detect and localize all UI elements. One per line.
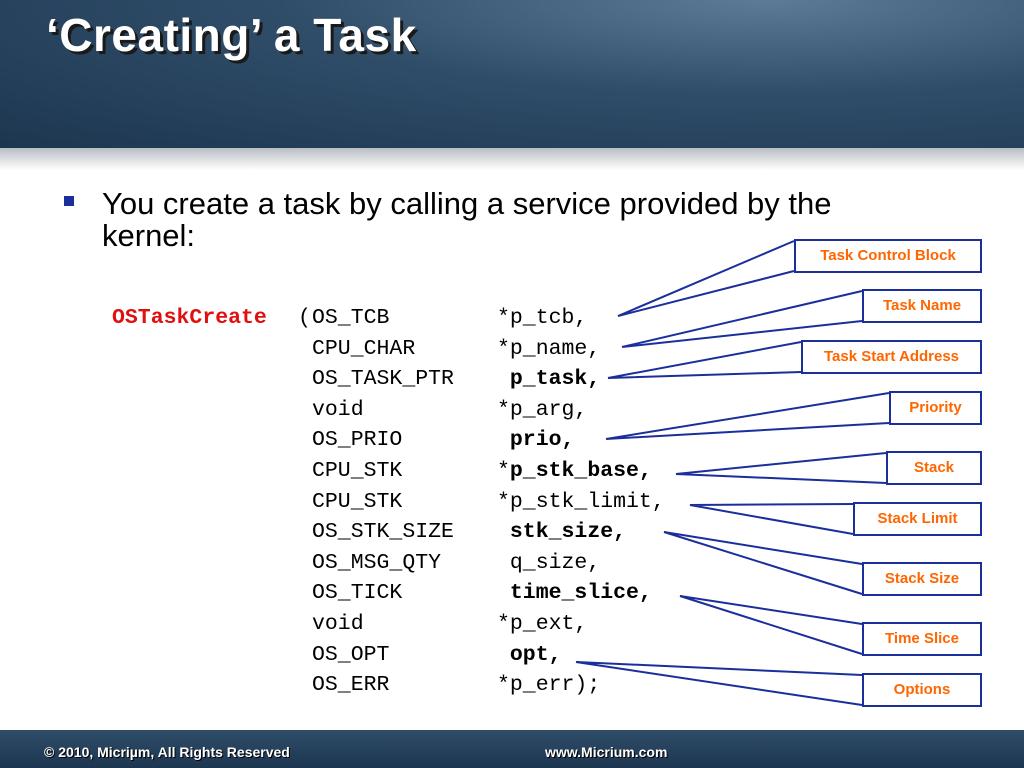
param-pointer-prefix: *: [497, 306, 510, 330]
param-name: p_stk_limit: [509, 489, 652, 514]
param-suffix: ,: [574, 306, 588, 330]
callout-stack-size: Stack Size: [862, 562, 982, 596]
footer-copyright: © 2010, Micriµm, All Rights Reserved: [44, 744, 290, 760]
param-pointer-prefix: *: [497, 611, 510, 636]
param-type: OS_TICK: [312, 581, 403, 606]
param-name: time_slice: [509, 581, 639, 606]
param-pointer-prefix: *: [497, 458, 510, 483]
param-type: OS_MSG_QTY: [312, 550, 442, 575]
param-name: opt: [509, 642, 549, 667]
param-name: p_err: [509, 673, 575, 698]
param-name: q_size: [509, 550, 588, 575]
callout-options: Options: [862, 673, 982, 707]
param-suffix: ,: [613, 520, 627, 545]
connector-line: [575, 661, 863, 706]
param-suffix: ,: [587, 336, 601, 361]
connector-line: [689, 503, 854, 535]
param-suffix: ,: [587, 550, 601, 575]
param-name: stk_size: [509, 520, 614, 545]
param-pointer-prefix: *: [497, 489, 510, 514]
param-suffix: ,: [561, 428, 575, 453]
type-column: OS_TCB CPU_CHAR OS_TASK_PTR void OS_PRIO…: [312, 303, 454, 701]
connector-line: [607, 341, 802, 379]
function-name: OSTaskCreate: [112, 306, 267, 330]
param-suffix: ,: [651, 489, 665, 514]
connector-line: [617, 240, 795, 317]
param-type: OS_TASK_PTR: [312, 367, 454, 392]
param-name: p_ext: [509, 611, 575, 636]
param-type: CPU_STK: [312, 458, 403, 483]
param-suffix: ,: [548, 642, 562, 667]
param-type: OS_STK_SIZE: [312, 520, 454, 545]
param-name: p_name: [509, 336, 588, 361]
bullet-square-icon: [64, 196, 74, 206]
callout-task-start-address: Task Start Address: [801, 340, 982, 374]
param-type: OS_PRIO: [312, 428, 403, 453]
connector-line: [675, 452, 887, 484]
param-suffix: );: [574, 673, 601, 698]
param-type: CPU_CHAR: [312, 336, 416, 361]
footer-website: www.Micrium.com: [545, 744, 668, 760]
param-name: p_tcb: [509, 306, 575, 330]
callout-time-slice: Time Slice: [862, 622, 982, 656]
header-shade: [0, 148, 1024, 170]
param-pointer-prefix: *: [497, 336, 510, 361]
callout-priority: Priority: [889, 391, 982, 425]
param-column: *p_tcb, *p_name, p_task, *p_arg, prio, *…: [497, 303, 665, 701]
param-suffix: ,: [574, 611, 588, 636]
param-name: prio: [509, 428, 562, 453]
bullet-text: You create a task by calling a service p…: [102, 186, 832, 253]
connector-line: [605, 392, 890, 440]
param-name: p_task: [509, 367, 588, 392]
param-pointer-prefix: *: [497, 397, 510, 422]
param-pointer-prefix: *: [497, 673, 510, 698]
connector-line: [663, 531, 863, 595]
param-type: OS_ERR: [312, 673, 390, 698]
callout-task-name: Task Name: [862, 289, 982, 323]
param-suffix: ,: [587, 367, 601, 392]
param-type: void: [312, 611, 364, 636]
param-suffix: ,: [574, 397, 588, 422]
param-type: void: [312, 397, 364, 422]
open-paren: (: [298, 306, 311, 330]
param-suffix: ,: [638, 581, 652, 606]
callout-task-control-block: Task Control Block: [794, 239, 982, 273]
param-name: p_stk_base: [509, 458, 639, 483]
param-suffix: ,: [638, 458, 652, 483]
connector-line: [621, 290, 863, 348]
slide-footer: [0, 730, 1024, 768]
callout-stack-limit: Stack Limit: [853, 502, 982, 536]
param-name: p_arg: [509, 397, 575, 422]
param-type: OS_OPT: [312, 642, 390, 667]
param-type: OS_TCB: [312, 306, 390, 330]
slide-title: ‘Creating’ a Task: [46, 9, 417, 61]
callout-stack: Stack: [886, 451, 982, 485]
function-name-column: OSTaskCreate: [112, 303, 267, 334]
connector-line: [679, 595, 863, 655]
param-type: CPU_STK: [312, 489, 403, 514]
slide-header: [0, 0, 1024, 148]
